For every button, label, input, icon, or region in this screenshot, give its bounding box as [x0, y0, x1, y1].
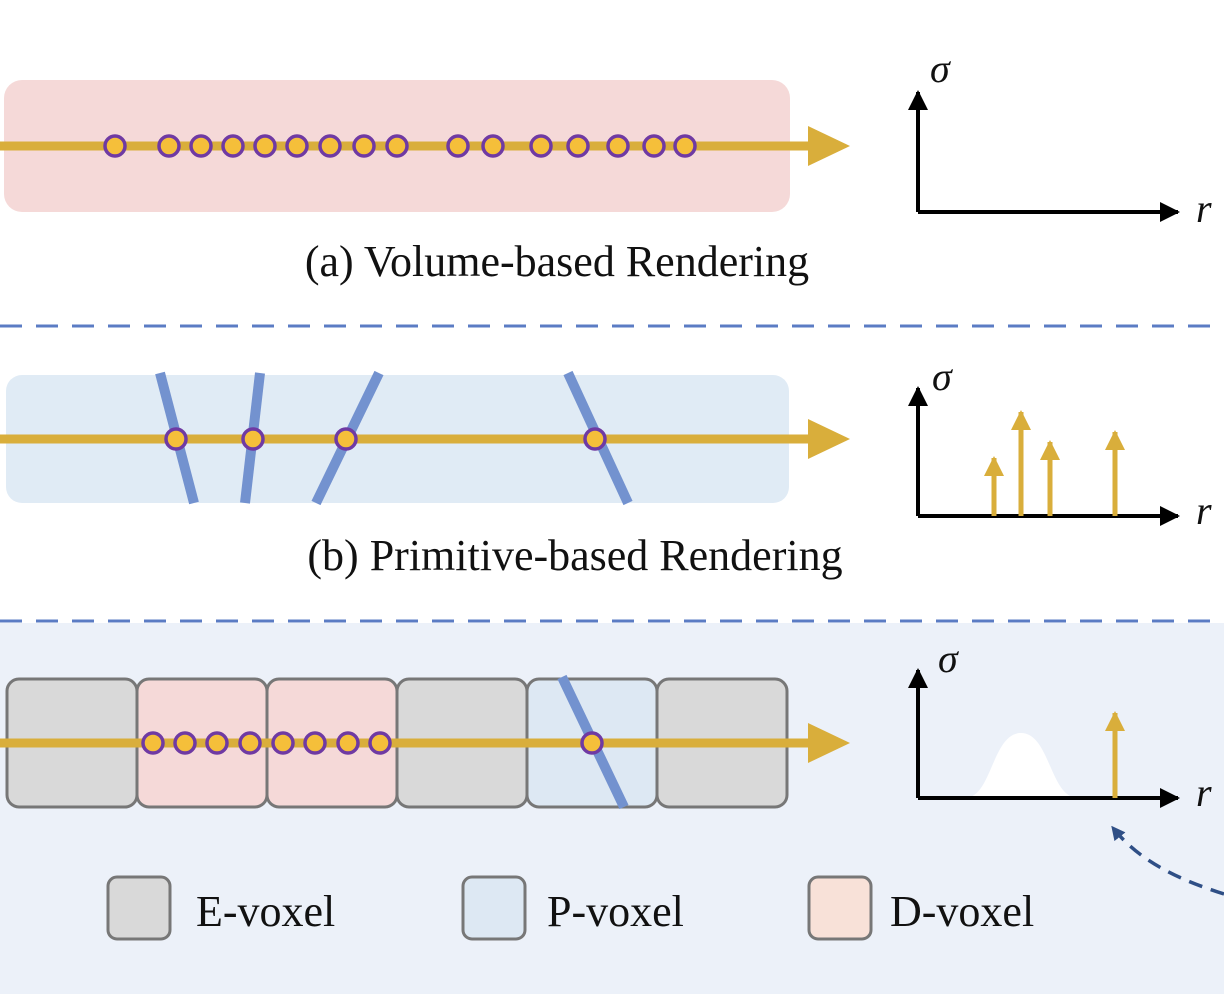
sample-point	[103, 134, 127, 158]
sample-point	[157, 134, 181, 158]
panel-c-ray	[0, 723, 850, 763]
sample-point	[164, 427, 188, 451]
sample-point	[673, 134, 697, 158]
sample-point	[141, 731, 165, 755]
sample-point	[336, 731, 360, 755]
panel-a-axis-x-label: r	[1196, 186, 1212, 231]
sample-point	[566, 134, 590, 158]
sample-point	[334, 427, 358, 451]
sample-point	[205, 731, 229, 755]
panel-a-axes: σ r	[908, 46, 1212, 231]
panel-c-axes: σ r	[908, 636, 1212, 815]
sample-point	[189, 134, 213, 158]
panel-c-samples	[141, 731, 604, 755]
legend-swatch-d-voxel	[807, 875, 873, 941]
density-bump	[965, 733, 1078, 798]
panel-b-axis-x-label: r	[1196, 488, 1212, 533]
panel-b: σ r (b) Primitive-based Rendering	[0, 354, 1212, 580]
sample-point	[580, 731, 604, 755]
sample-point	[318, 134, 342, 158]
sample-point	[285, 134, 309, 158]
sample-point	[241, 427, 265, 451]
sample-point	[385, 134, 409, 158]
sample-point	[253, 134, 277, 158]
panel-b-ray	[0, 419, 850, 459]
sample-point	[606, 134, 630, 158]
sample-point	[481, 134, 505, 158]
sample-point	[583, 427, 607, 451]
sample-point	[173, 731, 197, 755]
panel-a-axis-y-label: σ	[930, 46, 951, 91]
panel-c-axis-x-label: r	[1196, 770, 1212, 815]
sample-point	[529, 134, 553, 158]
panel-b-axis-y-label: σ	[932, 354, 953, 399]
legend-label-d-voxel: D-voxel	[890, 887, 1034, 936]
sample-point	[352, 134, 376, 158]
sample-point	[271, 731, 295, 755]
sample-point	[368, 731, 392, 755]
panel-a: σ r (a) Volume-based Rendering	[0, 46, 1212, 286]
panel-b-caption: (b) Primitive-based Rendering	[307, 531, 842, 580]
sample-point	[303, 731, 327, 755]
legend-swatch-p-voxel	[461, 875, 527, 941]
panel-c-axis-y-label: σ	[938, 636, 959, 681]
panel-b-samples	[164, 427, 607, 451]
legend-label-p-voxel: P-voxel	[547, 887, 684, 936]
legend-swatch-e-voxel	[106, 875, 172, 941]
sample-point	[238, 731, 262, 755]
dashed-curved-arrow	[1111, 825, 1224, 896]
panel-a-samples	[103, 134, 697, 158]
panel-a-caption: (a) Volume-based Rendering	[305, 237, 809, 286]
panel-b-density-spikes	[984, 410, 1125, 516]
legend-label-e-voxel: E-voxel	[196, 887, 335, 936]
sample-point	[446, 134, 470, 158]
sample-point	[642, 134, 666, 158]
sample-point	[221, 134, 245, 158]
panel-c: σ r E-voxel P-voxel D-voxel	[0, 623, 1224, 994]
legend: E-voxel P-voxel D-voxel	[106, 875, 1034, 941]
panel-b-axes: σ r	[908, 354, 1212, 533]
